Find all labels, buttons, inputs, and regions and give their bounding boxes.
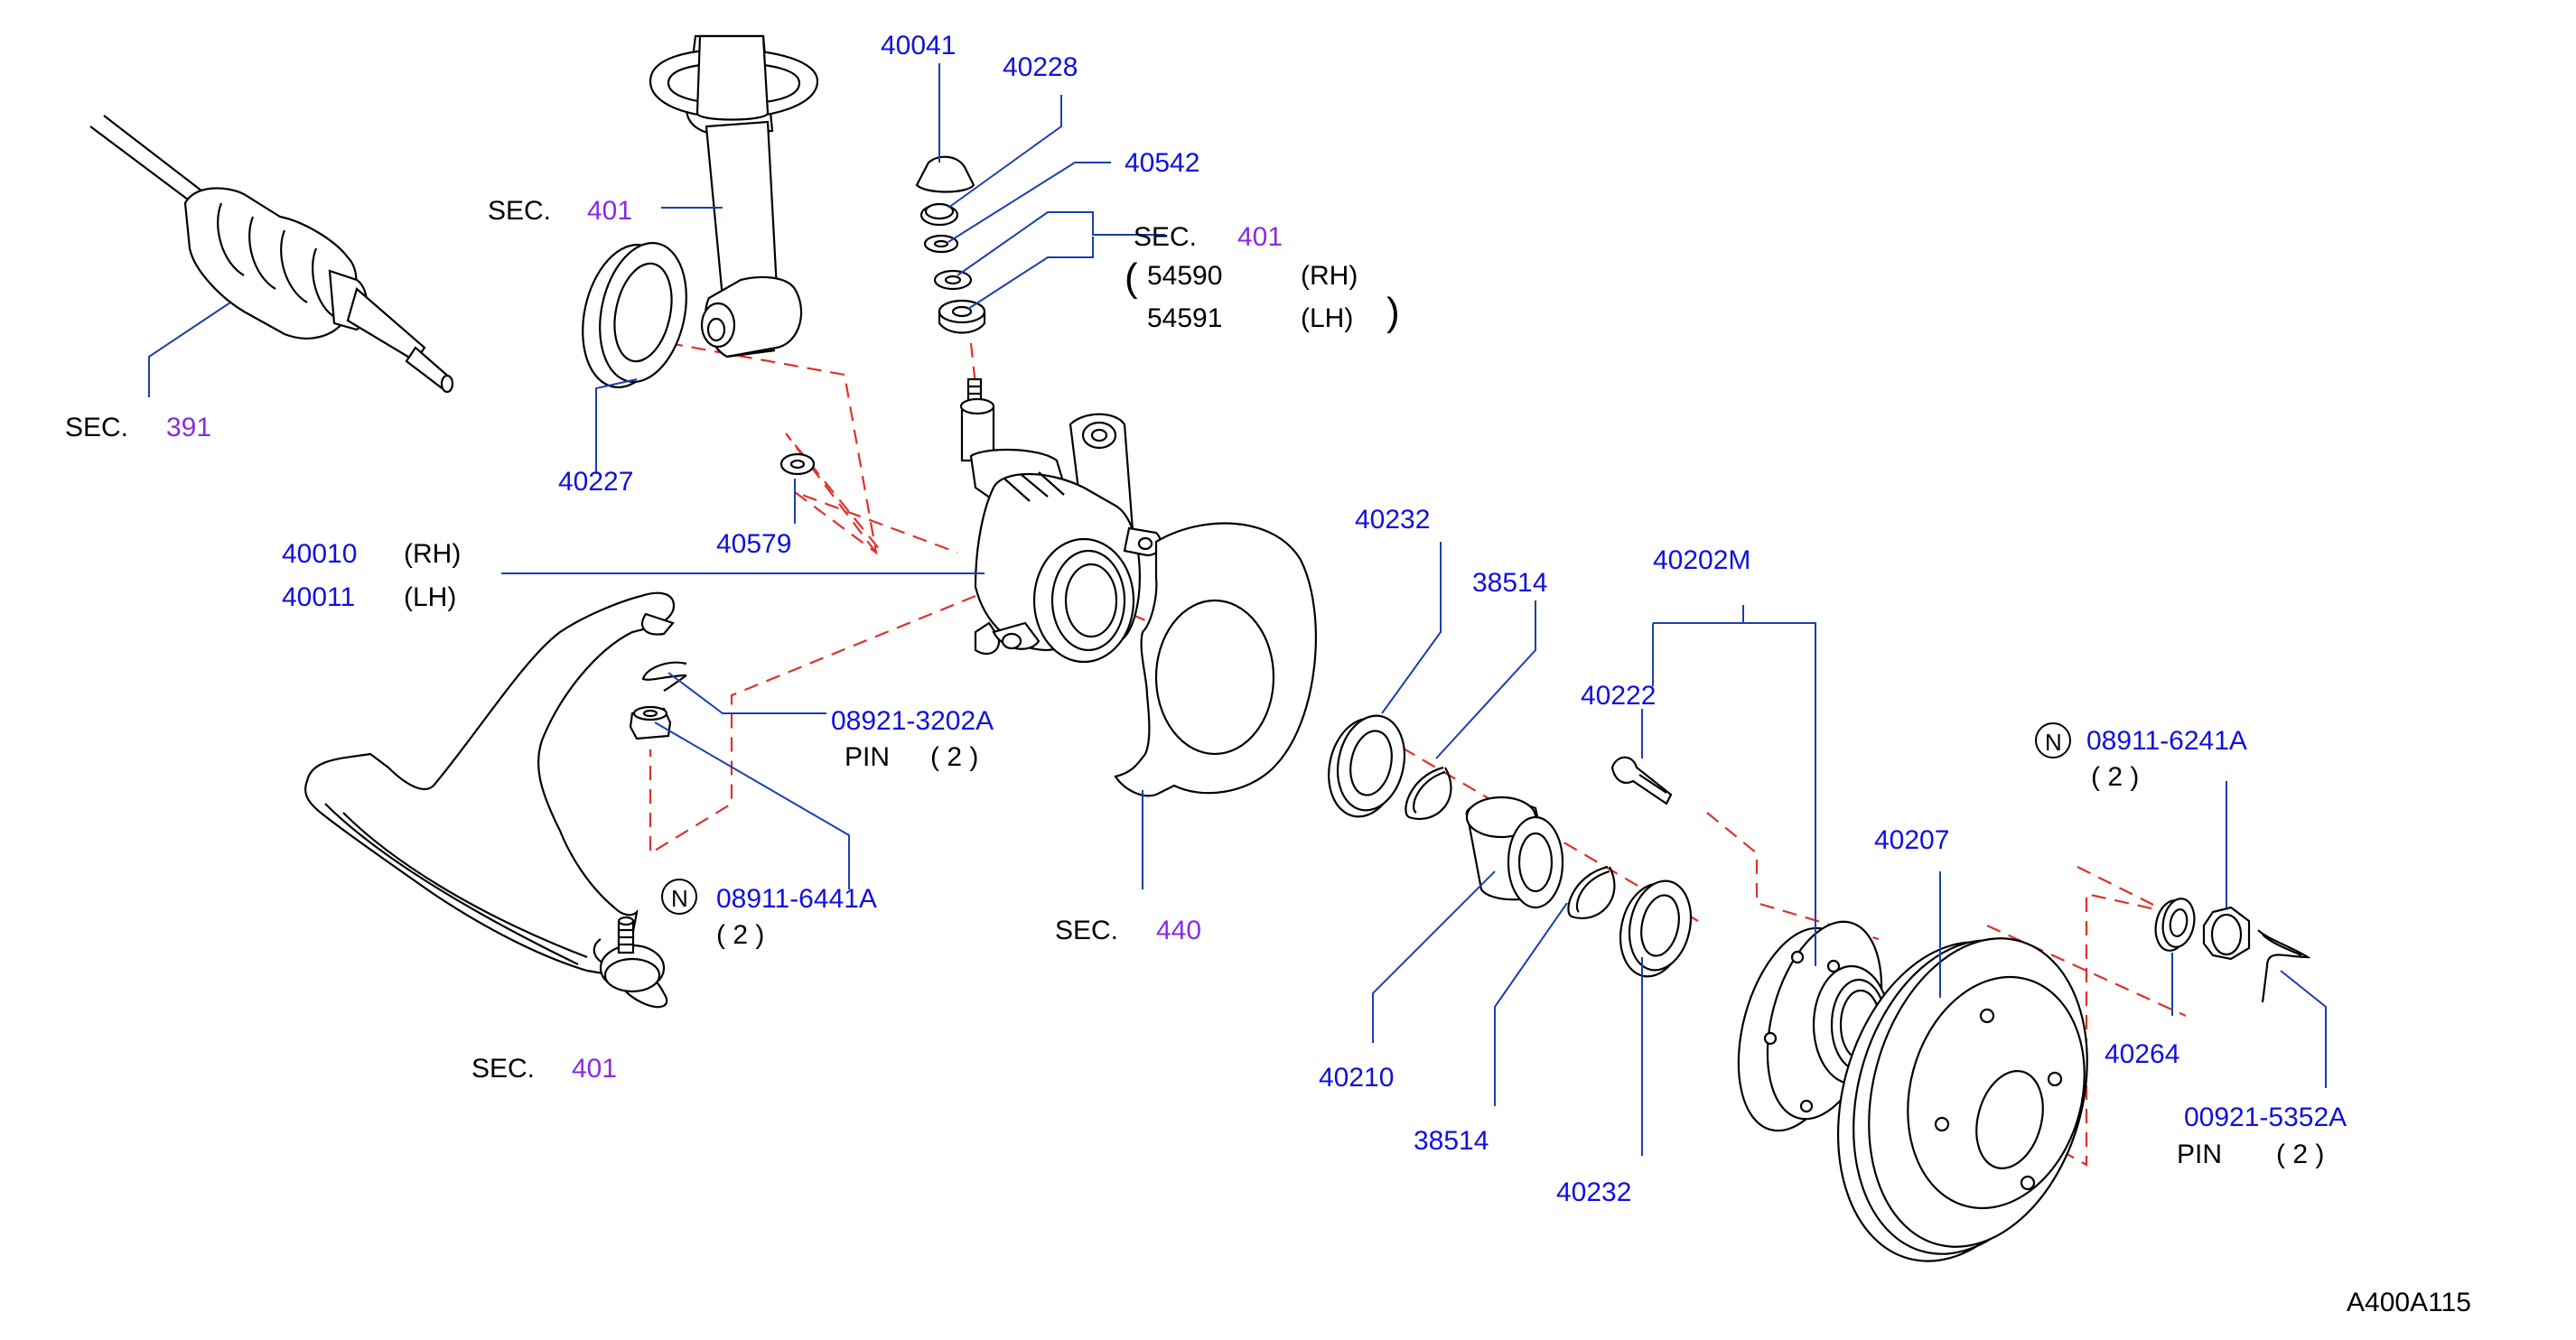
baffle-plate <box>1114 522 1317 797</box>
label-40011: 40011 <box>282 582 355 612</box>
label-pin-2-qty: ( 2 ) <box>2276 1140 2324 1169</box>
label-40232-bottom: 40232 <box>1556 1177 1631 1207</box>
label-40010: 40010 <box>282 539 357 569</box>
top-stack-parts <box>915 155 986 334</box>
label-sec-driveshaft-num: 391 <box>166 413 211 442</box>
lower-control-arm <box>304 591 676 1009</box>
label-40228: 40228 <box>1003 52 1078 82</box>
n-symbol-2: N <box>2045 729 2062 756</box>
label-08911-6241A: 08911-6241A <box>2086 726 2247 756</box>
label-40227: 40227 <box>558 467 633 497</box>
label-sec-strut-num: 401 <box>587 196 632 226</box>
hub-bearing-parts <box>1328 714 1693 978</box>
n-symbol-1: N <box>671 885 688 912</box>
axle-nut-parts <box>2154 898 2311 1003</box>
label-sec-lowerarm: SEC. <box>471 1054 535 1084</box>
label-40010-rh: (RH) <box>404 539 461 569</box>
drive-shaft <box>89 115 454 394</box>
label-54591: 54591 <box>1147 303 1222 333</box>
n-symbol-circle-2 <box>2035 722 2071 758</box>
lower-arm-pin-and-nut <box>629 661 687 740</box>
label-40011-lh: (LH) <box>404 582 456 612</box>
label-40542: 40542 <box>1125 148 1199 178</box>
label-40264: 40264 <box>2105 1039 2179 1069</box>
shim-close-paren: ) <box>1386 290 1400 334</box>
washer-40579 <box>779 452 816 476</box>
label-sec-lowerarm-num: 401 <box>572 1054 617 1084</box>
figure-code: A400A115 <box>2347 1288 2471 1317</box>
label-40579: 40579 <box>716 529 791 559</box>
label-sec-driveshaft: SEC. <box>65 413 128 442</box>
label-pin-1: PIN <box>845 742 890 772</box>
label-sec-baffle-num: 440 <box>1156 916 1201 945</box>
label-sec-shim-num: 401 <box>1237 222 1283 252</box>
label-40210: 40210 <box>1319 1063 1394 1093</box>
n-symbol-circle-1 <box>661 879 697 915</box>
label-38514-top: 38514 <box>1472 568 1547 598</box>
label-40207: 40207 <box>1874 825 1949 855</box>
brake-rotor <box>1836 937 2088 1262</box>
label-40202M: 40202M <box>1653 545 1750 575</box>
label-sec-baffle: SEC. <box>1055 916 1118 945</box>
label-54590: 54590 <box>1147 261 1222 291</box>
label-sec-shim: SEC. <box>1134 222 1197 252</box>
strut <box>649 34 819 358</box>
steering-knuckle <box>959 377 1162 664</box>
leader-lines <box>148 63 2327 1156</box>
label-08921-3202A: 08921-3202A <box>831 706 994 736</box>
label-38514-bottom: 38514 <box>1414 1126 1489 1156</box>
label-40041: 40041 <box>881 31 956 60</box>
label-40232-top: 40232 <box>1355 505 1430 535</box>
label-sec-strut: SEC. <box>488 196 551 226</box>
label-08911-6441A-qty: ( 2 ) <box>716 920 764 950</box>
shim-open-paren: ( <box>1125 256 1138 300</box>
seal-40227 <box>582 242 687 388</box>
label-pin-2: PIN <box>2177 1140 2222 1169</box>
label-40222: 40222 <box>1581 681 1656 711</box>
label-54591-lh: (LH) <box>1301 303 1353 333</box>
label-08911-6441A: 08911-6441A <box>716 884 877 914</box>
label-pin-1-qty: ( 2 ) <box>930 742 978 772</box>
callout-labels: 40041 40228 40542 SEC. 401 ( 54590 (RH) … <box>65 31 2471 1317</box>
label-00921-5352A: 00921-5352A <box>2184 1103 2347 1132</box>
label-08911-6241A-qty: ( 2 ) <box>2091 762 2139 792</box>
label-54590-rh: (RH) <box>1301 261 1358 291</box>
